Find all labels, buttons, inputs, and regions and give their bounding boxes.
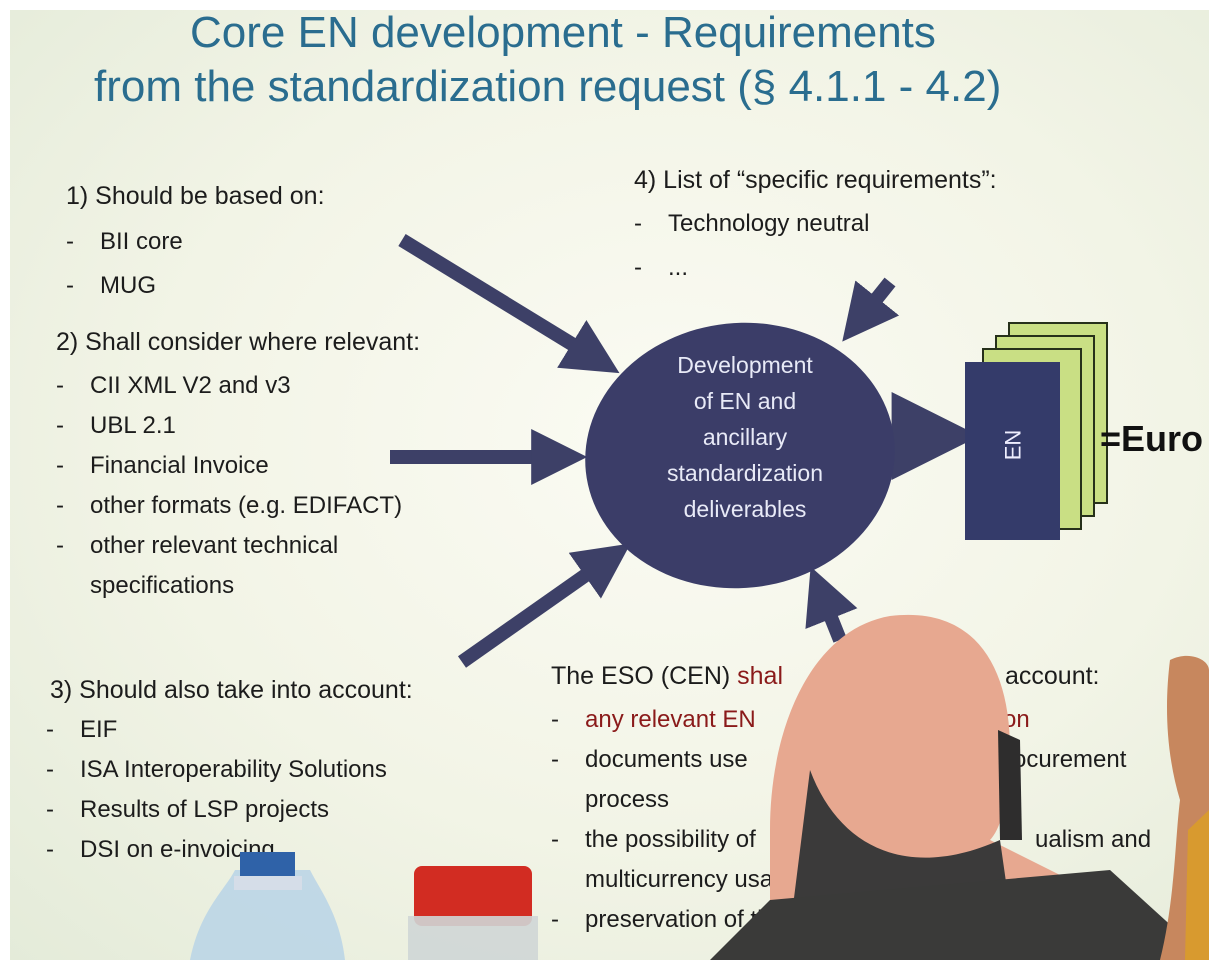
block1-item: -MUG — [66, 272, 156, 299]
block2-item: -other formats (e.g. EDIFACT) — [56, 492, 403, 519]
block5-item-fragment: ualism and — [1035, 826, 1152, 853]
block5-item: -the possibility of — [551, 826, 756, 853]
block5-item-continuation: process — [585, 786, 670, 813]
block1-heading: 1) Should be based on: — [66, 182, 325, 210]
block3-item: -ISA Interoperability Solutions — [46, 756, 387, 783]
center-text-line: deliverables — [683, 496, 807, 522]
block5-heading-end: account: — [1005, 662, 1100, 690]
block5-heading: The ESO (CEN) shal — [551, 662, 784, 690]
arrows-layer — [390, 234, 980, 668]
water-bottle — [190, 852, 345, 960]
arrow-from-block5 — [805, 566, 858, 643]
block2-heading: 2) Shall consider where relevant: — [56, 328, 421, 356]
overlay-text: =Euro — [1100, 418, 1204, 459]
person-head — [710, 614, 1209, 960]
foreground-layer — [190, 614, 1209, 960]
center-text-line: ancillary — [702, 424, 788, 450]
center-text-line: of EN and — [693, 388, 797, 414]
block2-item: -Financial Invoice — [56, 452, 269, 479]
slide-title-line1: Core EN development - Requirements — [190, 10, 936, 57]
block5-item-continuation: multicurrency usage — [585, 866, 800, 893]
block4-heading: 4) List of “specific requirements”: — [634, 166, 997, 194]
dark-object — [998, 730, 1022, 840]
arrow-from-block4 — [842, 277, 900, 342]
block4-item: -Technology neutral — [634, 210, 870, 237]
red-cap-bottle — [408, 866, 538, 960]
arrow-from-block1 — [398, 234, 620, 374]
block5-item: -any relevant EN — [551, 706, 756, 733]
projected-slide: Core EN development - Requirements from … — [10, 10, 1209, 960]
block2-item: -CII XML V2 and v3 — [56, 372, 291, 399]
document-front — [965, 362, 1060, 540]
block2-item: -other relevant technical — [56, 532, 339, 559]
block2-item: -UBL 2.1 — [56, 412, 176, 439]
block3-item: -Results of LSP projects — [46, 796, 330, 823]
block5-item: -documents use — [551, 746, 748, 773]
block2-item-continuation: specifications — [90, 572, 235, 599]
center-text-line: standardization — [667, 460, 823, 486]
block1-item: -BII core — [66, 228, 183, 255]
person-right-edge — [1160, 655, 1209, 960]
center-text-line: Development — [677, 352, 813, 378]
block4-item: -... — [634, 254, 689, 281]
slide-title-line2: from the standardization request (§ 4.1.… — [94, 62, 1002, 111]
block3-item: -EIF — [46, 716, 118, 743]
arrow-from-block3 — [457, 543, 631, 668]
block5-item-fragment: ocurement — [1013, 746, 1127, 773]
block3-heading: 3) Should also take into account: — [50, 676, 413, 704]
